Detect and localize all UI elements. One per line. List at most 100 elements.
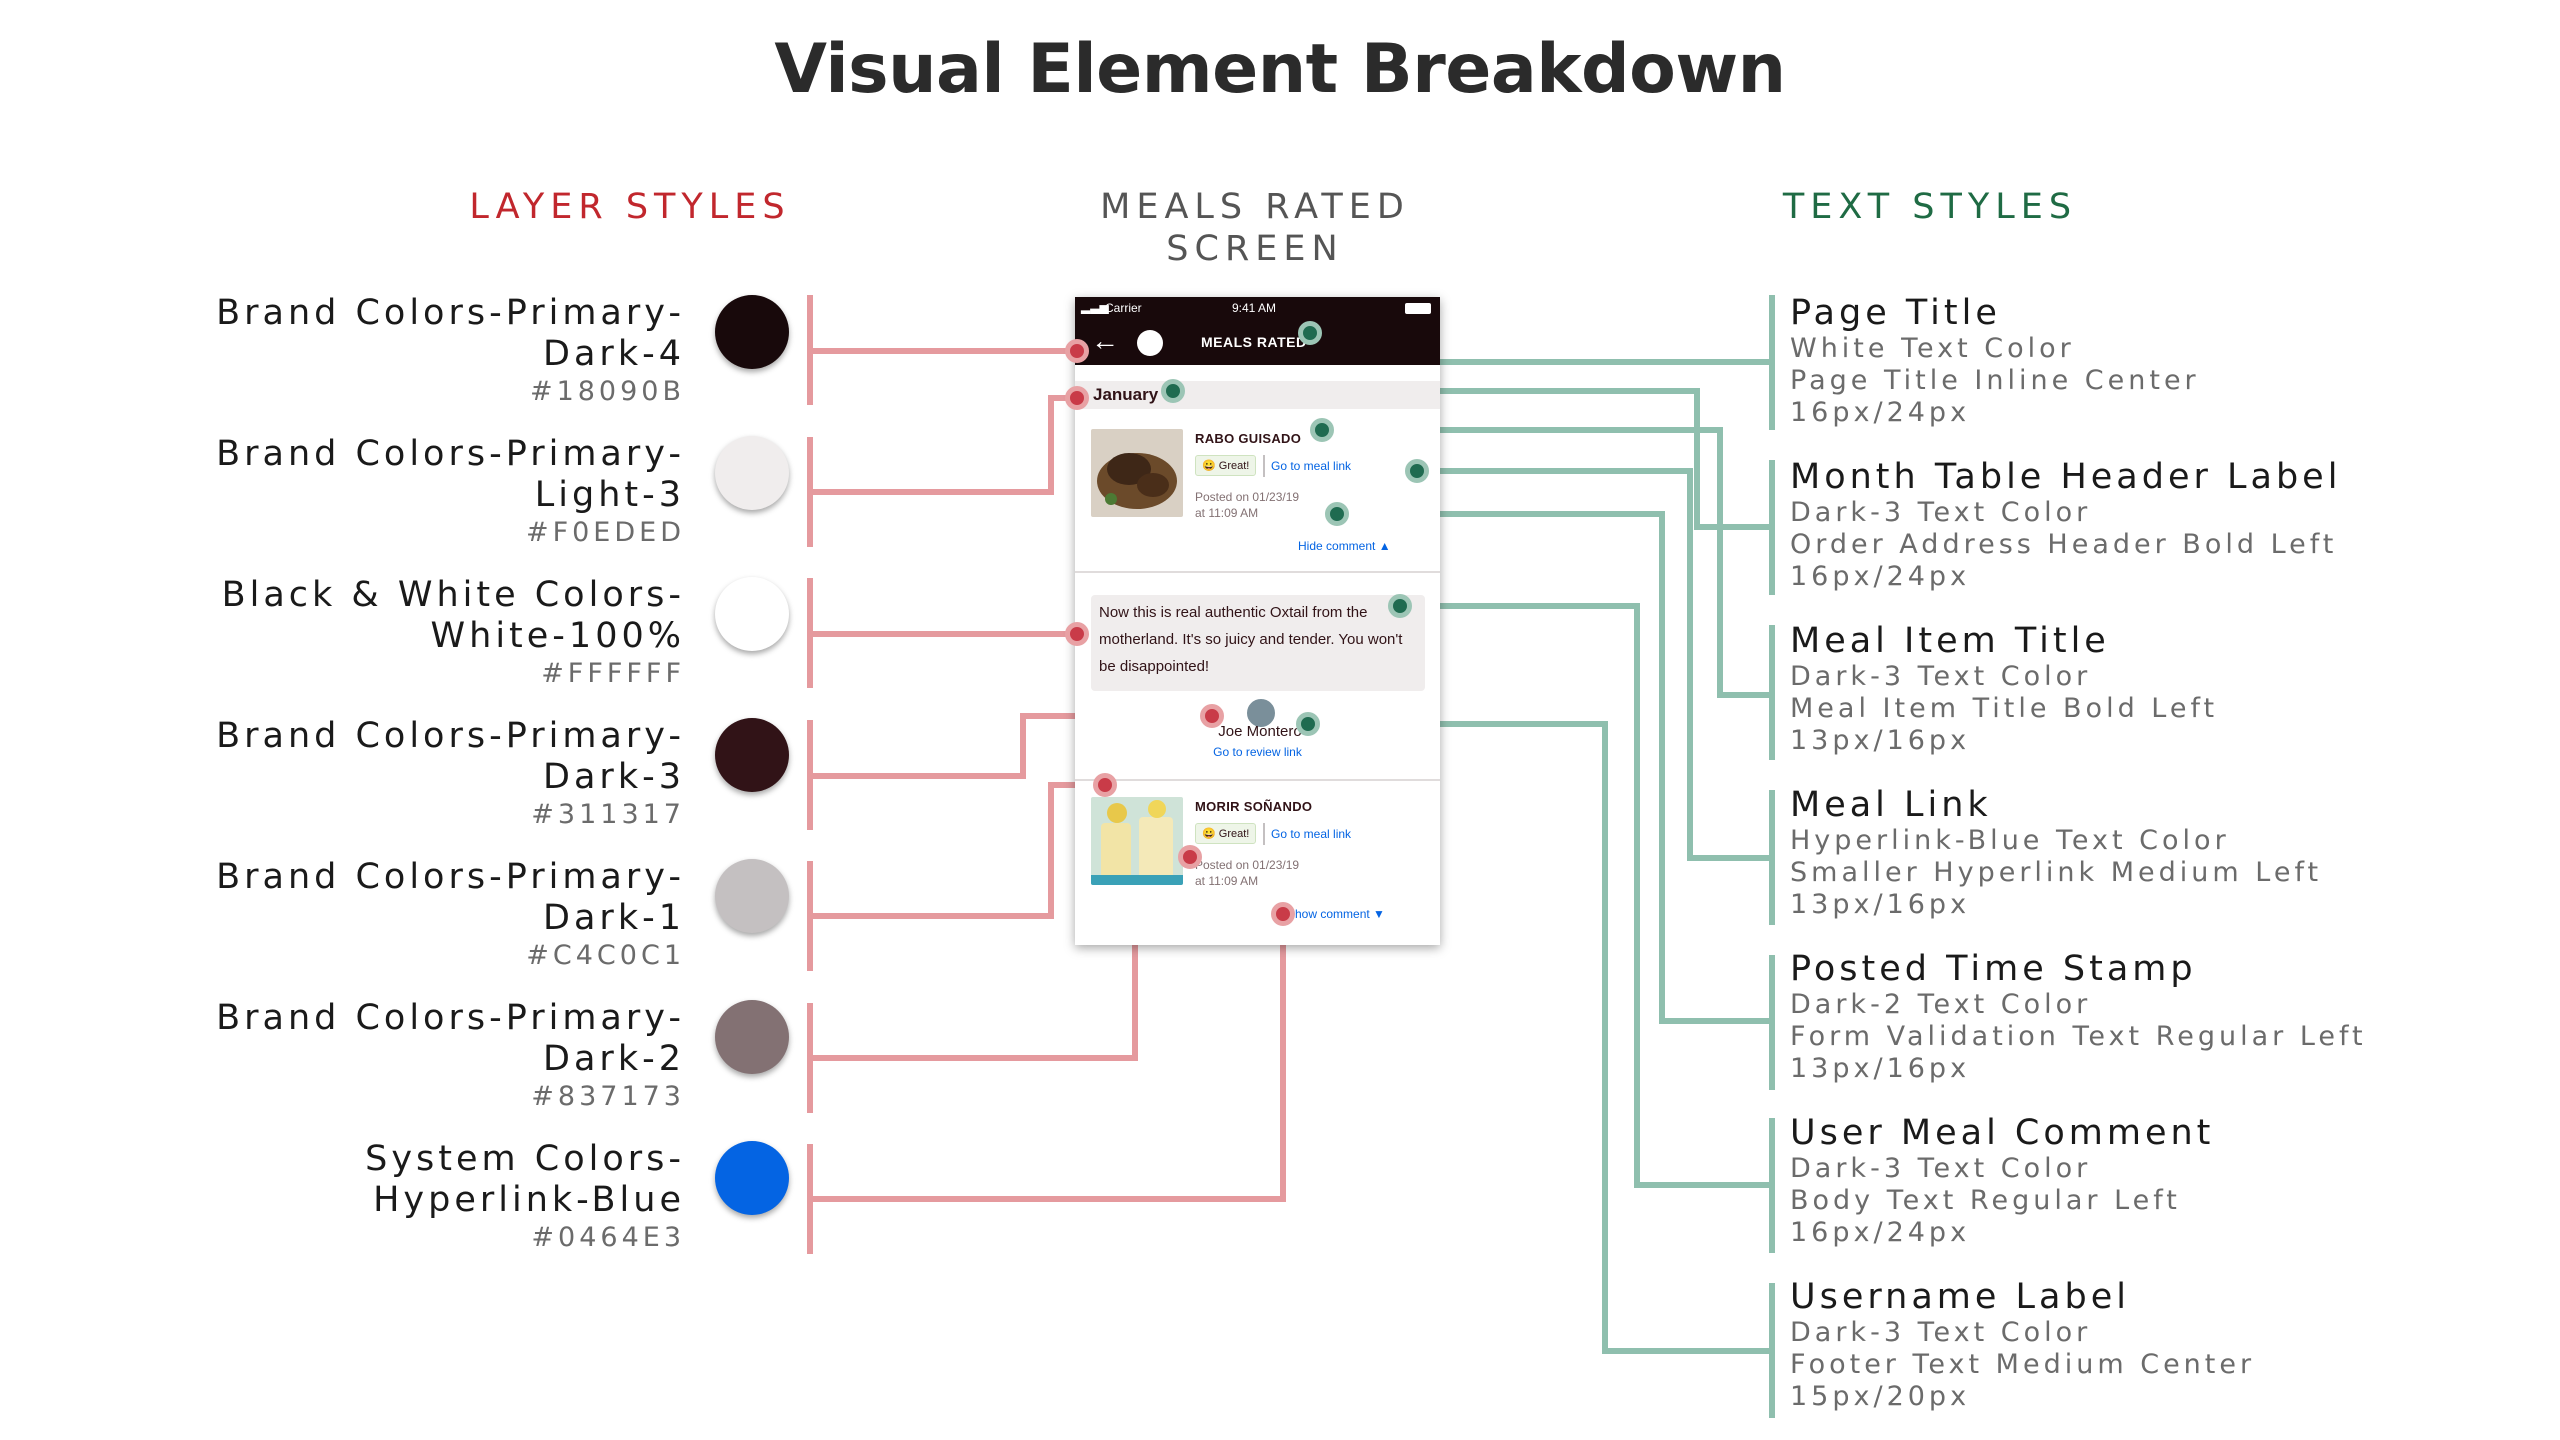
meal-photo [1091, 429, 1183, 517]
swatch-hex: #C4C0C1 [526, 940, 685, 971]
connector-dot [1178, 845, 1202, 869]
text-style-color: Dark-3 Text Color [1790, 497, 2092, 528]
swatch-name: Brand Colors-Primary- Dark-2 [216, 998, 685, 1079]
back-arrow-icon[interactable]: ← [1091, 325, 1119, 356]
layer-styles-header: LAYER STYLES [469, 187, 791, 227]
show-comment-link[interactable]: Show comment ▼ [1287, 907, 1385, 921]
month-header: January [1075, 381, 1440, 409]
chevron-down-icon: ▼ [1373, 907, 1385, 921]
text-style-item: Meal Link Hyperlink-Blue Text Color Smal… [1790, 785, 2322, 921]
rating-badge: 😀 Great! [1195, 455, 1257, 476]
text-style-item: User Meal Comment Dark-3 Text Color Body… [1790, 1113, 2214, 1249]
text-style-size: 13px/16px [1790, 725, 1971, 756]
layer-style-item: Brand Colors-Primary- Light-3 #F0EDED [216, 434, 685, 550]
text-style-size: 16px/24px [1790, 397, 1971, 428]
text-style-color: Dark-2 Text Color [1790, 989, 2092, 1020]
meals-screen-header: MEALS RATED SCREEN [1100, 187, 1410, 269]
status-bar: ▂▃▅ Carrier 9:41 AM [1075, 297, 1440, 319]
text-style-item: Username Label Dark-3 Text Color Footer … [1790, 1277, 2255, 1413]
rating-badge: 😀 Great! [1195, 823, 1257, 844]
connector-dot [1161, 379, 1185, 403]
connector-dot [1298, 321, 1322, 345]
rating-label: Great! [1218, 460, 1250, 472]
connector-dot [1310, 418, 1334, 442]
signal-icon: ▂▃▅ [1081, 300, 1109, 314]
nav-bar: ← MEALS RATED [1075, 319, 1440, 365]
meal-title: MORIR SOÑANDO [1195, 799, 1313, 814]
text-style-size: 15px/20px [1790, 1381, 1971, 1412]
posted-time: at 11:09 AM [1195, 874, 1259, 888]
text-connectors [1173, 295, 1775, 1418]
comment-bubble: Now this is real authentic Oxtail from t… [1091, 595, 1425, 691]
swatch-name: Brand Colors-Primary- Light-3 [216, 434, 685, 515]
meal-photo [1091, 797, 1183, 885]
phone-mockup: ▂▃▅ Carrier 9:41 AM ← MEALS RATED Januar… [1075, 297, 1440, 945]
posted-date: Posted on 01/23/19 [1195, 490, 1300, 504]
connector-dot [1405, 459, 1429, 483]
show-comment-label: Show comment [1287, 907, 1370, 921]
chevron-up-icon: ▲ [1378, 539, 1391, 553]
connector-dot [1065, 339, 1089, 363]
text-style-font: Body Text Regular Left [1790, 1185, 2181, 1216]
color-swatch-primary-dark-4 [715, 295, 789, 369]
smiley-icon: 😀 [1202, 460, 1216, 472]
review-link[interactable]: Go to review link [1213, 745, 1302, 759]
swatch-name: Brand Colors-Primary- Dark-4 [216, 293, 685, 374]
text-style-item: Page Title White Text Color Page Title I… [1790, 293, 2200, 429]
connector-dot [1271, 902, 1295, 926]
swatch-hex: #FFFFFF [541, 658, 685, 689]
month-label: January [1093, 385, 1159, 404]
text-style-size: 16px/24px [1790, 561, 1971, 592]
hide-comment-link[interactable]: Hide comment ▲ [1298, 539, 1391, 553]
meal-link[interactable]: Go to meal link [1271, 827, 1352, 841]
connector-dot [1325, 502, 1349, 526]
text-style-title: User Meal Comment [1790, 1113, 2215, 1153]
text-style-color: Dark-3 Text Color [1790, 661, 2092, 692]
text-style-item: Posted Time Stamp Dark-2 Text Color Form… [1790, 949, 2367, 1085]
battery-icon [1405, 303, 1431, 314]
text-style-item: Meal Item Title Dark-3 Text Color Meal I… [1790, 621, 2218, 757]
layer-style-item: Black & White Colors- White-100% #FFFFFF [222, 575, 685, 691]
color-swatch-primary-dark-1 [715, 859, 789, 933]
carrier-label: Carrier [1105, 301, 1142, 315]
connector-dot [1065, 622, 1089, 646]
text-style-color: Dark-3 Text Color [1790, 1317, 2092, 1348]
avatar [1245, 697, 1277, 729]
text-style-title: Month Table Header Label [1790, 457, 2342, 497]
text-style-color: White Text Color [1790, 333, 2075, 364]
rating-label: Great! [1218, 828, 1250, 840]
text-style-font: Order Address Header Bold Left [1790, 529, 2338, 560]
text-style-font: Page Title Inline Center [1790, 365, 2200, 396]
color-swatch-hyperlink-blue [715, 1141, 789, 1215]
swatch-hex: #837173 [531, 1081, 685, 1112]
swatch-name: System Colors- Hyperlink-Blue [365, 1139, 685, 1220]
text-style-font: Form Validation Text Regular Left [1790, 1021, 2367, 1052]
meal-link[interactable]: Go to meal link [1271, 459, 1352, 473]
swatch-name: Brand Colors-Primary- Dark-1 [216, 857, 685, 938]
layer-style-item: Brand Colors-Primary- Dark-2 #837173 [216, 998, 685, 1114]
layer-style-item: Brand Colors-Primary- Dark-3 #311317 [216, 716, 685, 832]
comment-section: Now this is real authentic Oxtail from t… [1075, 573, 1440, 781]
text-style-font: Footer Text Medium Center [1790, 1349, 2256, 1380]
divider [1263, 455, 1265, 477]
meal-card: MORIR SOÑANDO 😀 Great! Go to meal link P… [1075, 781, 1440, 945]
layer-style-item: Brand Colors-Primary- Dark-4 #18090B [216, 293, 685, 409]
connector-dot [1065, 386, 1089, 410]
text-style-title: Meal Item Title [1790, 621, 2110, 661]
color-swatch-primary-light-3 [715, 436, 789, 510]
profile-icon[interactable] [1137, 330, 1163, 356]
username-label: Joe Montero [1218, 723, 1302, 740]
color-swatch-primary-dark-2 [715, 1000, 789, 1074]
posted-time: at 11:09 AM [1195, 506, 1259, 520]
smiley-icon: 😀 [1202, 828, 1216, 840]
text-style-title: Meal Link [1790, 785, 1992, 825]
swatch-name: Brand Colors-Primary- Dark-3 [216, 716, 685, 797]
posted-timestamp: Posted on 01/23/19 at 11:09 AM [1195, 857, 1299, 889]
swatch-hex: #311317 [531, 799, 685, 830]
page-title: Visual Element Breakdown [774, 30, 1786, 109]
divider [1263, 823, 1265, 845]
layer-style-item: System Colors- Hyperlink-Blue #0464E3 [365, 1139, 685, 1255]
connector-dot [1388, 594, 1412, 618]
text-style-size: 16px/24px [1790, 1217, 1971, 1248]
text-style-font: Meal Item Title Bold Left [1790, 693, 2219, 724]
